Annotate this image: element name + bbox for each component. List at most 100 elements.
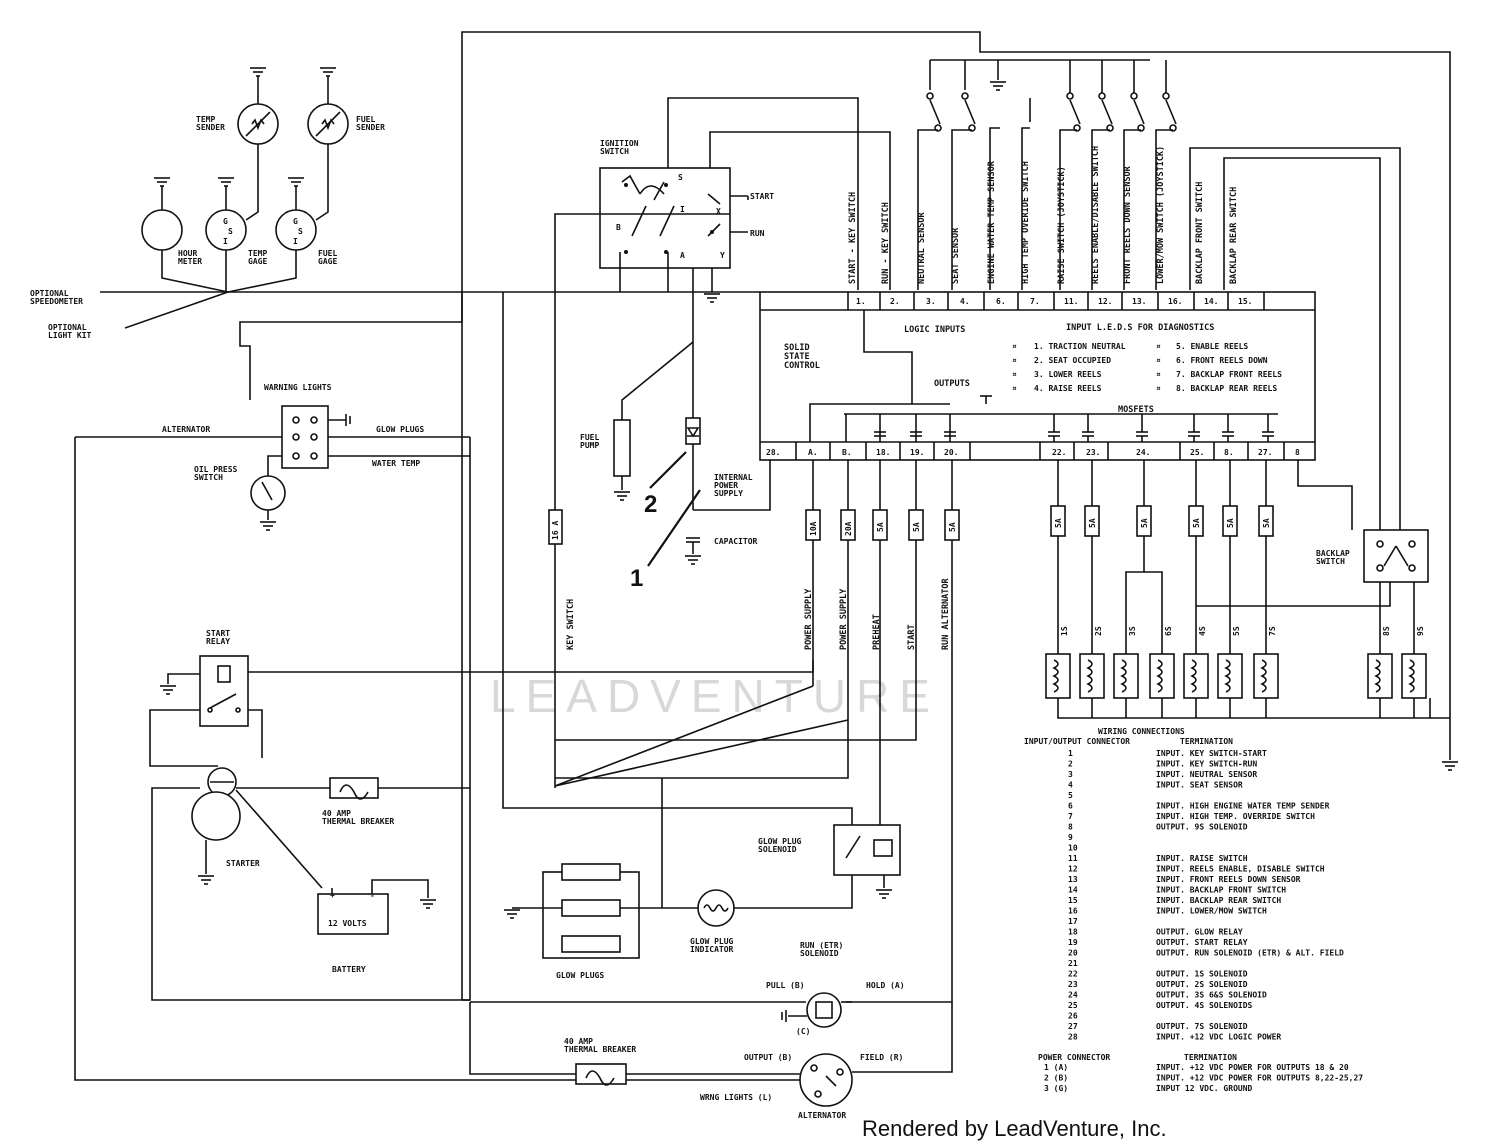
svg-text:ALTERNATOR: ALTERNATOR <box>162 425 210 434</box>
svg-text:23.: 23. <box>1086 448 1100 457</box>
power-row-connector: 1 (A) <box>1044 1063 1068 1072</box>
svg-text:¤: ¤ <box>1012 342 1017 351</box>
run-solenoid: RUN (ETR) SOLENOID PULL (B) HOLD (A) (C) <box>470 941 905 1036</box>
backlap-switch: BACKLAP SWITCH <box>1316 529 1429 600</box>
power-row-termination: INPUT. +12 VDC POWER FOR OUTPUTS 18 & 20 <box>1156 1063 1349 1072</box>
output-fuses-left: 10A 20A 5A 5A 5A POWER SUPPLY POWER SUPP… <box>804 460 960 650</box>
starter-motor-icon <box>191 791 241 841</box>
svg-text:15.: 15. <box>1238 297 1252 306</box>
svg-text:PULL (B): PULL (B) <box>766 981 805 990</box>
svg-text:2.: 2. <box>890 297 900 306</box>
svg-text:START: START <box>750 192 774 201</box>
svg-text:SUPPLY: SUPPLY <box>714 489 743 498</box>
svg-text:27.: 27. <box>1258 448 1272 457</box>
wiring-connections-table: WIRING CONNECTIONS INPUT/OUTPUT CONNECTO… <box>1024 727 1363 1093</box>
svg-text:9S: 9S <box>1416 626 1425 636</box>
svg-text:18.: 18. <box>876 448 890 457</box>
svg-text:8: 8 <box>1295 448 1300 457</box>
svg-text:7S: 7S <box>1268 626 1277 636</box>
svg-text:¤: ¤ <box>1012 356 1017 365</box>
wiring-row-termination: INPUT. KEY SWITCH-START <box>1156 749 1267 758</box>
svg-text:METER: METER <box>178 257 202 266</box>
svg-text:WATER TEMP: WATER TEMP <box>372 459 420 468</box>
svg-text:6.: 6. <box>996 297 1006 306</box>
wiring-row-connector: 9 <box>1068 833 1073 842</box>
svg-text:HOUR: HOUR <box>178 249 197 258</box>
svg-text:STATE: STATE <box>784 352 810 362</box>
svg-text:FRONT REELS DOWN SENSOR: FRONT REELS DOWN SENSOR <box>1123 165 1133 284</box>
svg-text:5A: 5A <box>1088 518 1097 528</box>
power-row-termination: INPUT. +12 VDC POWER FOR OUTPUTS 8,22-25… <box>1156 1074 1363 1083</box>
svg-text:3. LOWER REELS: 3. LOWER REELS <box>1034 370 1102 379</box>
svg-text:5A: 5A <box>1054 518 1063 528</box>
svg-text:RUN ALTERNATOR: RUN ALTERNATOR <box>941 577 951 650</box>
wiring-row-termination: OUTPUT. 3S 6&S SOLENOID <box>1156 991 1267 1000</box>
svg-text:B: B <box>616 223 621 232</box>
svg-text:19.: 19. <box>910 448 924 457</box>
svg-text:TERMINATION: TERMINATION <box>1180 737 1233 746</box>
wiring-row-connector: 27 <box>1068 1022 1078 1031</box>
wiring-row-connector: 22 <box>1068 970 1078 979</box>
wiring-row-termination: INPUT. LOWER/MOW SWITCH <box>1156 907 1267 916</box>
svg-text:28.: 28. <box>766 448 780 457</box>
wiring-row-termination: OUTPUT. RUN SOLENOID (ETR) & ALT. FIELD <box>1156 949 1344 958</box>
wiring-row-connector: 10 <box>1068 844 1078 853</box>
wiring-row-termination: INPUT. +12 VDC LOGIC POWER <box>1156 1033 1281 1042</box>
svg-text:FUEL: FUEL <box>580 433 599 442</box>
svg-text:GLOW PLUG: GLOW PLUG <box>690 937 734 946</box>
wiring-row-connector: 4 <box>1068 781 1073 790</box>
wiring-row-termination: INPUT. FRONT REELS DOWN SENSOR <box>1156 875 1301 884</box>
svg-text:OPTIONAL: OPTIONAL <box>48 323 87 332</box>
svg-text:7.: 7. <box>1030 297 1040 306</box>
svg-text:ALTERNATOR: ALTERNATOR <box>798 1111 846 1120</box>
svg-text:I: I <box>680 205 685 214</box>
svg-text:WARNING LIGHTS: WARNING LIGHTS <box>264 383 332 392</box>
svg-text:16 A: 16 A <box>551 521 560 540</box>
svg-text:-: - <box>370 891 375 900</box>
svg-text:FUEL: FUEL <box>356 115 375 124</box>
svg-text:20A: 20A <box>844 521 853 536</box>
svg-text:5A: 5A <box>912 522 921 532</box>
svg-text:5A: 5A <box>948 522 957 532</box>
mosfet-row <box>874 414 1274 442</box>
svg-text:¤: ¤ <box>1156 342 1161 351</box>
watermark: LEADVENTURE <box>490 670 940 722</box>
svg-text:GLOW PLUG: GLOW PLUG <box>758 837 802 846</box>
svg-text:A: A <box>680 251 685 260</box>
wiring-row-termination: OUTPUT. START RELAY <box>1156 938 1248 947</box>
svg-text:TEMP: TEMP <box>196 115 215 124</box>
svg-text:X: X <box>716 207 721 216</box>
svg-text:4S: 4S <box>1198 626 1207 636</box>
svg-text:POWER SUPPLY: POWER SUPPLY <box>839 588 849 650</box>
svg-text:FIELD (R): FIELD (R) <box>860 1053 903 1062</box>
alternator: 40 AMP THERMAL BREAKER OUTPUT (B) FIELD … <box>469 1002 953 1120</box>
svg-text:(C): (C) <box>796 1027 810 1036</box>
svg-text:11.: 11. <box>1064 297 1078 306</box>
ignition-switch: IGNITION SWITCH S I X B A Y START RUN <box>599 139 774 269</box>
svg-text:S: S <box>678 173 683 182</box>
svg-text:6S: 6S <box>1164 626 1173 636</box>
svg-text:OPTIONAL: OPTIONAL <box>30 289 69 298</box>
svg-text:2S: 2S <box>1094 626 1103 636</box>
wiring-row-termination: INPUT. HIGH ENGINE WATER TEMP SENDER <box>1156 802 1330 811</box>
wiring-row-termination: OUTPUT. 1S SOLENOID <box>1156 970 1248 979</box>
svg-text:START - KEY SWITCH: START - KEY SWITCH <box>848 192 858 284</box>
svg-text:SOLENOID: SOLENOID <box>800 949 839 958</box>
svg-text:GAGE: GAGE <box>248 257 267 266</box>
svg-text:5S: 5S <box>1232 626 1241 636</box>
svg-text:LOWER/MOW SWITCH (JOYSTICK): LOWER/MOW SWITCH (JOYSTICK) <box>1156 146 1166 284</box>
wiring-row-connector: 28 <box>1068 1033 1078 1042</box>
wiring-row-connector: 20 <box>1068 949 1078 958</box>
thermal-breaker-icon <box>329 777 379 799</box>
svg-text:SWITCH: SWITCH <box>1316 557 1345 566</box>
input-labels: START - KEY SWITCH RUN - KEY SWITCH NEUT… <box>848 146 1239 284</box>
wiring-row-connector: 5 <box>1068 791 1073 800</box>
fuel-pump-section: FUEL PUMP INTERNAL POWER SUPPLY CAPACITO… <box>580 341 771 592</box>
svg-text:8.: 8. <box>1224 448 1234 457</box>
wiring-row-termination: OUTPUT. 4S SOLENOIDS <box>1156 1001 1253 1010</box>
diode-icon <box>685 417 701 445</box>
svg-text:I: I <box>293 237 298 246</box>
svg-text:B.: B. <box>842 448 852 457</box>
svg-text:TEMP: TEMP <box>248 249 267 258</box>
